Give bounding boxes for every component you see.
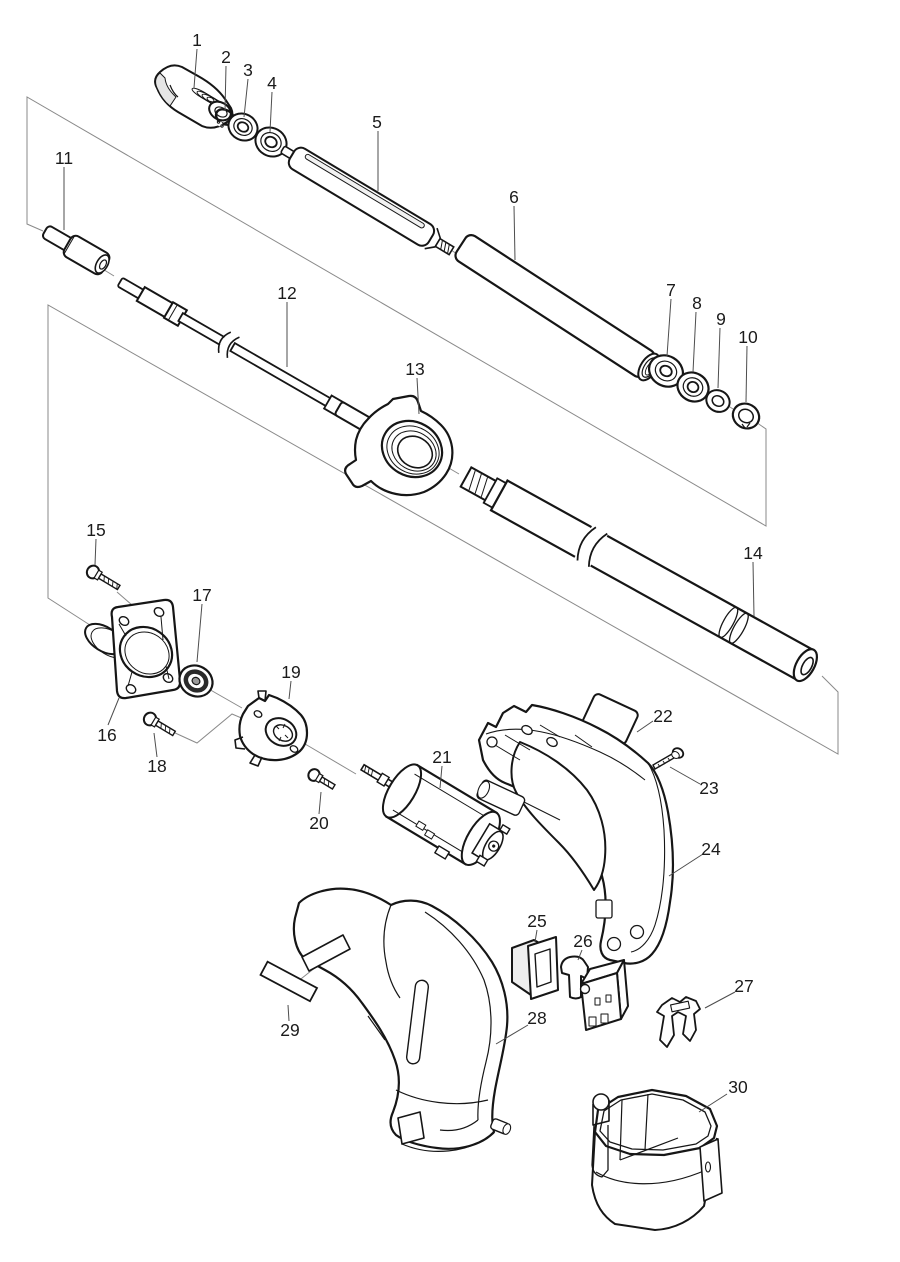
leader-9 (717, 327, 721, 389)
part-25-switch-boot (511, 936, 559, 1000)
leader-24 (668, 853, 704, 877)
part-label-1: 1 (192, 30, 202, 50)
part-label-13: 13 (405, 359, 424, 379)
leader-10 (745, 345, 748, 403)
leader-13 (416, 377, 420, 415)
part-5-spindle-shaft (280, 145, 455, 256)
part-label-28: 28 (527, 1008, 546, 1028)
part-label-7: 7 (666, 280, 676, 300)
part-label-6: 6 (509, 187, 519, 207)
part-label-15: 15 (86, 520, 105, 540)
leader-2 (224, 65, 227, 112)
part-21-motor (359, 763, 511, 867)
part-15-screw (85, 564, 121, 591)
part-4-ball-bearing (254, 126, 288, 158)
leader-22 (636, 720, 654, 733)
part-label-11: 11 (55, 148, 73, 168)
part-label-29: 29 (280, 1020, 299, 1040)
part-20-screw (307, 768, 336, 790)
leader-16 (107, 697, 120, 726)
part-29-label-sticker (259, 960, 319, 1003)
part-30-battery-cup (591, 1088, 723, 1231)
part-label-21: 21 (432, 747, 451, 767)
callouts: 1 2 3 4 5 6 7 8 9 10 11 12 13 14 15 16 1… (55, 30, 763, 1113)
part-26-switch (560, 955, 629, 1031)
part-label-20: 20 (309, 813, 329, 833)
part-label-22: 22 (653, 706, 672, 726)
part-23-screw (652, 747, 685, 770)
leader-30 (698, 1093, 728, 1113)
part-label-27: 27 (734, 976, 753, 996)
part-label-3: 3 (243, 60, 253, 80)
part-label-16: 16 (97, 725, 116, 745)
part-1-chuck (154, 64, 234, 129)
leader-23 (669, 766, 701, 785)
leader-19 (288, 680, 292, 700)
leader-14 (752, 561, 755, 617)
leader-8 (692, 311, 697, 373)
part-label-10: 10 (738, 327, 758, 347)
leader-17 (196, 603, 203, 663)
leader-29 (287, 1004, 290, 1022)
connector-row1-to-row2 (26, 96, 767, 527)
part-label-23: 23 (699, 778, 718, 798)
part-label-12: 12 (277, 283, 296, 303)
part-label-9: 9 (716, 309, 726, 329)
leader-15 (94, 538, 97, 566)
leader-20 (318, 791, 322, 815)
part-label-30: 30 (728, 1077, 748, 1097)
part-10-retaining-ring (731, 402, 761, 430)
leader-3 (243, 78, 249, 118)
part-label-26: 26 (573, 931, 592, 951)
part-24-housing-half (476, 703, 674, 965)
part-16-bearing-flange (84, 598, 182, 700)
part-19-gear-housing-cap (234, 690, 309, 767)
leader-7 (666, 298, 672, 357)
leader-25 (534, 929, 538, 943)
part-28-grip-housing (292, 887, 512, 1152)
leader-4 (269, 91, 273, 133)
part-label-4: 4 (267, 73, 277, 93)
part-17-ball-bearing (178, 664, 214, 698)
leader-18 (153, 732, 158, 758)
part-14-outer-tube (459, 466, 819, 683)
part-label-25: 25 (527, 911, 546, 931)
connector-lines (26, 96, 839, 755)
leader-1 (193, 48, 198, 89)
part-3-ball-bearing (227, 112, 259, 142)
part-11-coupling-sleeve (41, 225, 111, 276)
part-label-17: 17 (192, 585, 211, 605)
part-13-clamp-nut (344, 394, 454, 497)
leader-21 (439, 765, 443, 789)
part-label-2: 2 (221, 47, 231, 67)
part-label-14: 14 (743, 543, 763, 563)
part-label-19: 19 (281, 662, 300, 682)
part-27-bracket-clip (656, 996, 701, 1048)
part-label-8: 8 (692, 293, 702, 313)
connector-row2-to-row3 (47, 304, 839, 755)
part-label-24: 24 (701, 839, 721, 859)
leader-28 (495, 1024, 529, 1045)
part-9-washer (705, 389, 731, 413)
leader-6 (513, 205, 516, 261)
part-label-5: 5 (372, 112, 382, 132)
part-18-screw (142, 711, 177, 737)
part-label-18: 18 (147, 756, 166, 776)
leader-27 (704, 991, 736, 1009)
leader-26 (577, 949, 583, 961)
